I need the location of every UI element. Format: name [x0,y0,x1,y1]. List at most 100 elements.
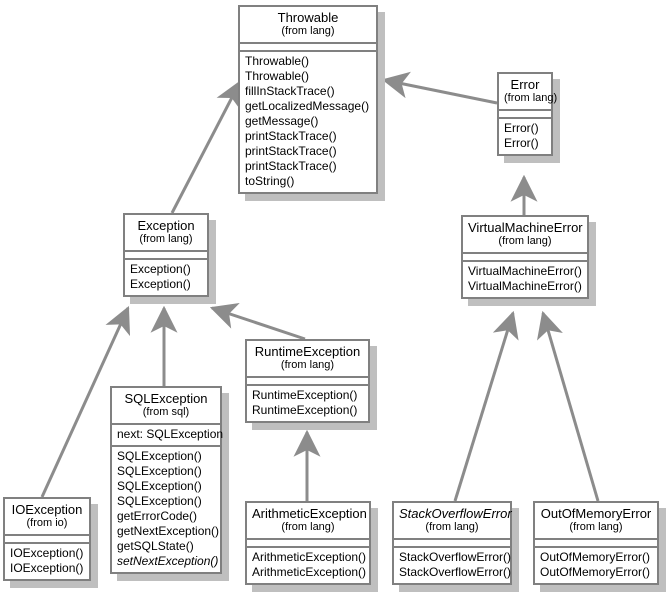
operation: printStackTrace() [245,144,337,158]
class-package: (from lang) [504,92,558,104]
edge-error-to-throwable [381,71,498,105]
class-operations-compartment: RuntimeException() RuntimeException() [247,384,368,421]
class-operations-compartment: Exception() Exception() [125,258,207,295]
operation: StackOverflowError() [399,550,512,564]
class-attributes-compartment [240,42,376,50]
class-package: (from sql) [142,406,190,418]
class-operations-compartment: Error() Error() [499,117,551,154]
class-name-compartment: VirtualMachineError (from lang) [463,217,587,252]
class-name-compartment: Error (from lang) [499,74,558,109]
class-package: (from lang) [498,235,552,247]
class-box-runtimeexception[interactable]: RuntimeException (from lang) RuntimeExce… [245,339,370,423]
class-operations-compartment: VirtualMachineError() VirtualMachineErro… [463,260,587,297]
class-name: IOException [11,502,83,517]
operation: ArithmeticException() [252,550,367,564]
class-operations-compartment: IOException() IOException() [5,542,89,579]
class-box-outofmemoryerror[interactable]: OutOfMemoryError (from lang) OutOfMemory… [533,501,659,585]
operation: Exception() [130,262,191,276]
class-attributes-compartment [247,538,369,546]
class-name: Exception [137,218,195,233]
class-name: SQLException [124,391,208,406]
operation: OutOfMemoryError() [540,550,651,564]
class-attributes-compartment [247,376,368,384]
edge-runtimeexception-to-exception [209,303,306,341]
class-attributes-compartment [125,250,207,258]
class-operations-compartment: ArithmeticException() ArithmeticExceptio… [247,546,369,583]
class-name-compartment: Exception (from lang) [125,215,207,250]
operation: Error() [504,136,539,150]
edge-outofmemoryerror-to-virtualmachineerror [536,310,600,502]
operation: ArithmeticException() [252,565,367,579]
operation: Exception() [130,277,191,291]
class-attributes-compartment: next: SQLException [112,423,223,445]
class-box-error[interactable]: Error (from lang) Error() Error() [497,72,558,156]
class-name: StackOverflowError [399,506,512,521]
operation: Error() [504,121,539,135]
class-name: RuntimeException [254,344,361,359]
edge-exception-to-throwable [170,80,242,214]
operation: setNextException() [117,554,219,568]
operation: getNextException() [117,524,220,538]
class-name-compartment: StackOverflowError (from lang) [394,503,512,538]
class-attributes-compartment [394,538,510,546]
class-name: ArithmeticException [252,506,367,521]
operation: IOException() [10,561,84,575]
class-box-throwable[interactable]: Throwable (from lang) Throwable() Throwa… [238,5,378,194]
class-name: OutOfMemoryError [540,506,652,521]
class-package: (from lang) [280,359,335,371]
operation: getMessage() [245,114,319,128]
class-operations-compartment: StackOverflowError() StackOverflowError(… [394,546,512,583]
class-attributes-compartment [5,534,89,542]
operation: StackOverflowError() [399,565,512,579]
class-name-compartment: OutOfMemoryError (from lang) [535,503,657,538]
operation: SQLException() [117,464,202,478]
operation: OutOfMemoryError() [540,565,651,579]
operation: VirtualMachineError() [468,279,582,293]
class-box-virtualmachineerror[interactable]: VirtualMachineError (from lang) VirtualM… [461,215,589,299]
class-attributes-compartment [535,538,657,546]
class-package: (from lang) [281,521,335,533]
class-operations-compartment: Throwable() Throwable() fillInStackTrace… [240,50,376,192]
edge-ioexception-to-exception [40,305,131,498]
class-name-compartment: RuntimeException (from lang) [247,341,368,376]
operation: RuntimeException() [252,388,358,402]
operation: printStackTrace() [245,129,337,143]
class-box-sqlexception[interactable]: SQLException (from sql) next: SQLExcepti… [110,386,223,574]
class-name-compartment: SQLException (from sql) [112,388,220,423]
operation: SQLException() [117,479,202,493]
class-name: Error [510,77,540,92]
class-name-compartment: ArithmeticException (from lang) [247,503,369,538]
class-package: (from lang) [569,521,623,533]
operation: SQLException() [117,494,202,508]
class-package: (from lang) [425,521,479,533]
operation: Throwable() [245,54,310,68]
class-box-stackoverflowerror[interactable]: StackOverflowError (from lang) StackOver… [392,501,512,585]
class-package: (from lang) [281,25,335,37]
class-box-arithmeticexception[interactable]: ArithmeticException (from lang) Arithmet… [245,501,371,585]
operation: Throwable() [245,69,310,83]
class-operations-compartment: OutOfMemoryError() OutOfMemoryError() [535,546,657,583]
operation: getSQLState() [117,539,194,553]
class-name: VirtualMachineError [468,220,583,235]
operation: RuntimeException() [252,403,358,417]
operation: IOException() [10,546,84,560]
class-operations-compartment: SQLException() SQLException() SQLExcepti… [112,445,220,572]
operation: getErrorCode() [117,509,198,523]
edge-stackoverflowerror-to-virtualmachineerror [453,310,519,502]
operation: toString() [245,174,295,188]
operation: printStackTrace() [245,159,337,173]
operation: SQLException() [117,449,202,463]
operation: VirtualMachineError() [468,264,582,278]
class-package: (from io) [26,517,68,529]
class-attributes-compartment [499,109,551,117]
class-name-compartment: Throwable (from lang) [240,7,376,42]
class-box-ioexception[interactable]: IOException (from io) IOException() IOEx… [3,497,91,581]
class-package: (from lang) [139,233,193,245]
operation: fillInStackTrace() [245,84,335,98]
class-name-compartment: IOException (from io) [5,499,89,534]
class-box-exception[interactable]: Exception (from lang) Exception() Except… [123,213,209,297]
class-name: Throwable [277,10,339,25]
class-attributes-compartment [463,252,587,260]
